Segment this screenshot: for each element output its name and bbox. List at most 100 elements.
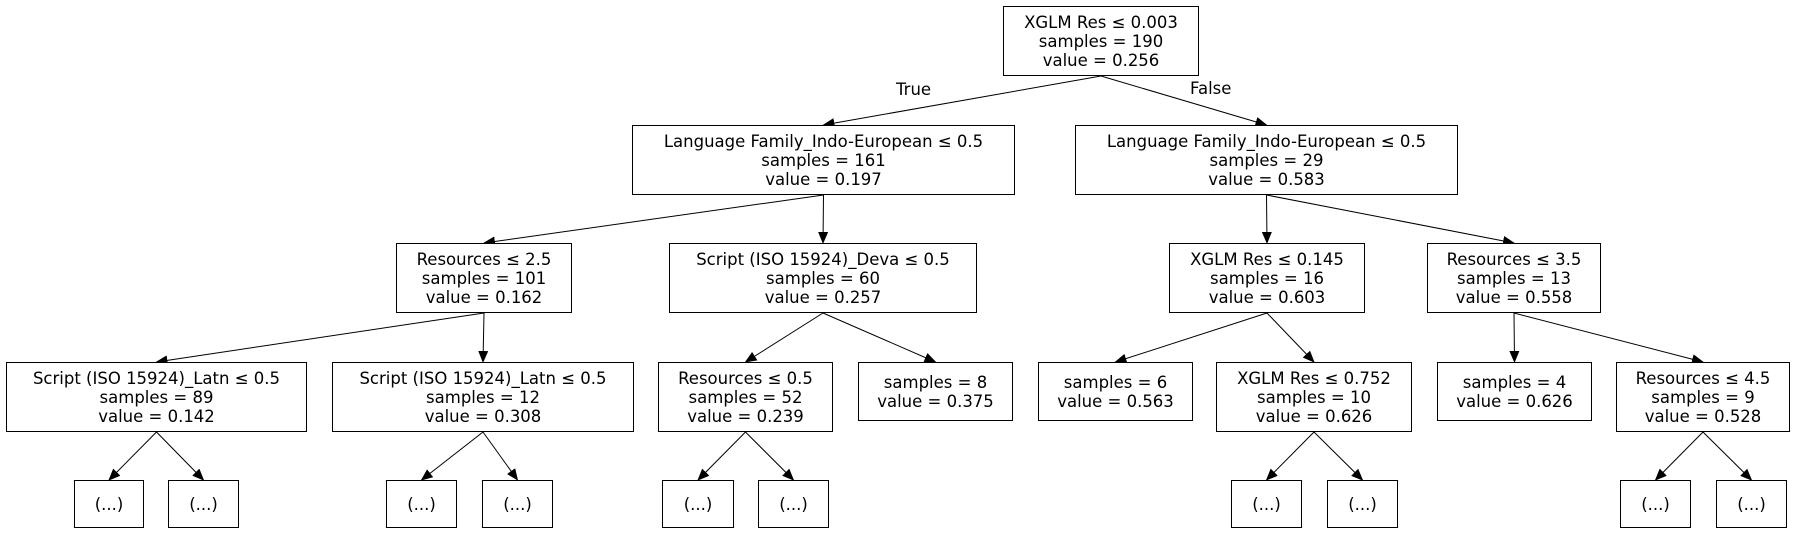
true-branch-label: True xyxy=(896,80,932,99)
truncated-node: (...) xyxy=(482,480,553,528)
node-text-line: samples = 13 xyxy=(1457,268,1571,288)
truncated-node: (...) xyxy=(1231,480,1302,528)
node-text-line: samples = 16 xyxy=(1210,268,1324,288)
tree-edge xyxy=(1100,75,1268,127)
truncated-node: (...) xyxy=(74,480,144,528)
truncated-node: (...) xyxy=(758,480,829,528)
tree-edge xyxy=(108,431,157,481)
node-text-line: value = 0.528 xyxy=(1644,406,1762,426)
node-text-line: value = 0.375 xyxy=(877,391,994,411)
node-text-line: XGLM Res ≤ 0.752 xyxy=(1237,368,1391,388)
node-text-line: Language Family_Indo-European ≤ 0.5 xyxy=(663,131,984,151)
tree-edge xyxy=(822,312,937,363)
false-branch-label: False xyxy=(1190,79,1232,98)
node-text-line: XGLM Res ≤ 0.003 xyxy=(1024,12,1178,32)
tree-edge xyxy=(1654,431,1704,481)
node-text-line: (...) xyxy=(189,494,218,514)
node-text-line: samples = 89 xyxy=(99,387,214,407)
node-text-line: samples = 29 xyxy=(1209,150,1324,170)
tree-edge xyxy=(478,312,489,363)
node-text-line: samples = 52 xyxy=(688,387,803,407)
node-text-line: samples = 8 xyxy=(883,372,988,392)
node-text-line: Resources ≤ 4.5 xyxy=(1635,368,1771,388)
node-text-line: value = 0.603 xyxy=(1208,287,1326,307)
node-text-line: samples = 9 xyxy=(1651,387,1755,407)
node-text-line: (...) xyxy=(1737,494,1766,514)
tree-edge xyxy=(1114,312,1268,364)
node-text-line: value = 0.583 xyxy=(1208,169,1325,189)
tree-edge xyxy=(1702,431,1753,481)
tree-edge xyxy=(483,194,824,247)
node-text-line: Script (ISO 15924)_Latn ≤ 0.5 xyxy=(32,368,281,388)
node-text-line: value = 0.256 xyxy=(1042,50,1160,70)
tree-edge xyxy=(156,431,205,481)
node-text-line: samples = 161 xyxy=(761,150,886,170)
node-text-line: value = 0.257 xyxy=(764,287,882,307)
node-text-line: (...) xyxy=(407,494,436,514)
node-text-line: samples = 4 xyxy=(1462,372,1567,392)
node-text-line: samples = 190 xyxy=(1038,31,1164,51)
node-text-line: (...) xyxy=(779,494,808,514)
tree-edge xyxy=(482,431,519,481)
tree-edge xyxy=(1509,312,1520,363)
node-text-line: (...) xyxy=(94,494,124,514)
tree-edge xyxy=(420,431,484,481)
node-text-line: XGLM Res ≤ 0.145 xyxy=(1190,249,1344,269)
truncated-node: (...) xyxy=(1620,480,1691,528)
tree-edge xyxy=(818,194,829,244)
tree-edge xyxy=(1313,431,1364,481)
node-text-line: value = 0.558 xyxy=(1455,287,1573,307)
tree-edge xyxy=(1265,431,1315,481)
node-text-line: samples = 60 xyxy=(766,268,880,288)
truncated-node: (...) xyxy=(1327,480,1398,528)
node-text-line: Script (ISO 15924)_Latn ≤ 0.5 xyxy=(359,368,607,388)
node-text-line: Resources ≤ 3.5 xyxy=(1446,249,1582,269)
node-text-line: samples = 12 xyxy=(426,387,540,407)
tree-edge xyxy=(1266,312,1315,363)
tree-edge xyxy=(697,431,746,481)
node-text-line: Resources ≤ 0.5 xyxy=(678,368,813,388)
node-text-line: Resources ≤ 2.5 xyxy=(416,249,552,269)
node-text-line: value = 0.239 xyxy=(687,406,804,426)
node-text-line: (...) xyxy=(683,494,713,514)
tree-edge xyxy=(745,431,795,481)
tree-edge xyxy=(822,75,1102,129)
node-text-line: value = 0.162 xyxy=(425,287,543,307)
node-text-line: Language Family_Indo-European ≤ 0.5 xyxy=(1106,131,1427,151)
node-text-line: (...) xyxy=(503,494,532,514)
node-text-line: value = 0.197 xyxy=(765,169,882,189)
tree-edge xyxy=(1266,194,1515,246)
node-text-line: value = 0.626 xyxy=(1255,406,1373,426)
tree-edge xyxy=(1513,312,1704,365)
tree-edge xyxy=(155,312,485,366)
node-text-line: samples = 101 xyxy=(421,268,547,288)
node-text-line: value = 0.626 xyxy=(1456,391,1573,411)
truncated-node: (...) xyxy=(168,480,239,528)
tree-edge xyxy=(1261,194,1272,244)
node-text-line: samples = 10 xyxy=(1257,387,1371,407)
tree-edge xyxy=(744,312,824,363)
node-text-line: Script (ISO 15924)_Deva ≤ 0.5 xyxy=(696,249,950,269)
node-text-line: samples = 6 xyxy=(1063,372,1168,392)
node-text-line: value = 0.142 xyxy=(98,406,215,426)
node-text-line: value = 0.308 xyxy=(424,406,542,426)
truncated-node: (...) xyxy=(386,480,457,528)
truncated-node: (...) xyxy=(1716,480,1787,528)
node-text-line: (...) xyxy=(1348,494,1377,514)
truncated-node: (...) xyxy=(662,480,734,528)
node-text-line: (...) xyxy=(1641,494,1670,514)
